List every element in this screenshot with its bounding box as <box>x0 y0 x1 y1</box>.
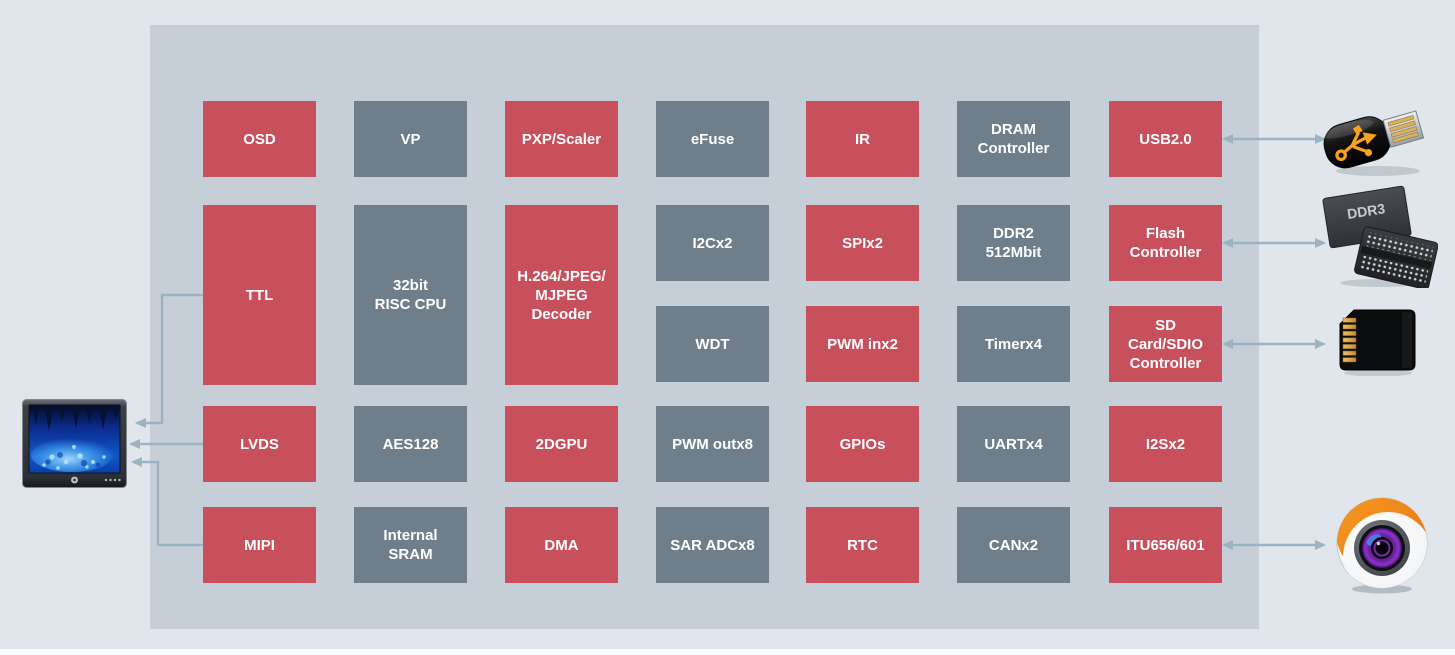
camera <box>1334 496 1430 599</box>
block-label: IR <box>855 130 870 148</box>
block-pxp-scaler: PXP/Scaler <box>505 101 618 177</box>
block-mipi: MIPI <box>203 507 316 583</box>
block-itu656-601: ITU656/601 <box>1109 507 1222 583</box>
micro-sd-card <box>1336 308 1418 381</box>
block-label: GPIOs <box>839 435 886 453</box>
sd-card-icon <box>1339 309 1416 377</box>
monitor-icon <box>22 399 127 488</box>
block-label: PWM outx8 <box>672 435 753 453</box>
block-label: PWM inx2 <box>827 335 898 353</box>
block-label: SPIx2 <box>842 234 883 252</box>
block-gpu2d: 2DGPU <box>505 406 618 482</box>
usb-drive-icon <box>1323 110 1425 176</box>
block-ir: IR <box>806 101 919 177</box>
block-usb2: USB2.0 <box>1109 101 1222 177</box>
block-lvds: LVDS <box>203 406 316 482</box>
block-pwm-in: PWM inx2 <box>806 306 919 382</box>
block-aes128: AES128 <box>354 406 467 482</box>
block-label: WDT <box>695 335 730 353</box>
block-label: SAR ADCx8 <box>670 536 755 554</box>
block-label: PXP/Scaler <box>521 130 602 148</box>
block-label: LVDS <box>240 435 279 453</box>
block-label: DMA <box>544 536 579 554</box>
camera-icon <box>1336 497 1428 594</box>
block-spi: SPIx2 <box>806 205 919 281</box>
block-label: RTC <box>847 536 878 554</box>
block-can: CANx2 <box>957 507 1070 583</box>
block-label: ITU656/601 <box>1126 536 1205 554</box>
block-uart: UARTx4 <box>957 406 1070 482</box>
memory-chip-icon: DDR3 <box>1322 185 1439 290</box>
block-label: I2Cx2 <box>692 234 733 252</box>
block-label: USB2.0 <box>1139 130 1192 148</box>
block-pwm-out: PWM outx8 <box>656 406 769 482</box>
block-rtc: RTC <box>806 507 919 583</box>
page-margin-strip <box>0 649 1455 655</box>
block-sar-adc: SAR ADCx8 <box>656 507 769 583</box>
block-label: 2DGPU <box>535 435 588 453</box>
block-label: CANx2 <box>988 536 1039 554</box>
block-wdt: WDT <box>656 306 769 382</box>
block-label: I2Sx2 <box>1145 435 1186 453</box>
block-label: Timerx4 <box>984 335 1043 353</box>
block-label: OSD <box>243 130 276 148</box>
block-efuse: eFuse <box>656 101 769 177</box>
block-timer: Timerx4 <box>957 306 1070 382</box>
block-ttl: TTL <box>203 205 316 385</box>
block-label: VP <box>400 130 421 148</box>
ddr3-chip-label: DDR3 <box>1346 200 1386 222</box>
block-label: UARTx4 <box>984 435 1043 453</box>
block-i2c: I2Cx2 <box>656 205 769 281</box>
block-label: MIPI <box>244 536 275 554</box>
lcd-display <box>22 399 128 494</box>
block-i2s: I2Sx2 <box>1109 406 1222 482</box>
block-osd: OSD <box>203 101 316 177</box>
ddr3-memory: DDR3 <box>1320 184 1439 293</box>
block-dma: DMA <box>505 507 618 583</box>
block-gpios: GPIOs <box>806 406 919 482</box>
usb-flash-drive <box>1320 95 1432 188</box>
block-vp: VP <box>354 101 467 177</box>
block-label: TTL <box>245 286 274 304</box>
block-label: AES128 <box>382 435 439 453</box>
block-label: eFuse <box>690 130 735 148</box>
